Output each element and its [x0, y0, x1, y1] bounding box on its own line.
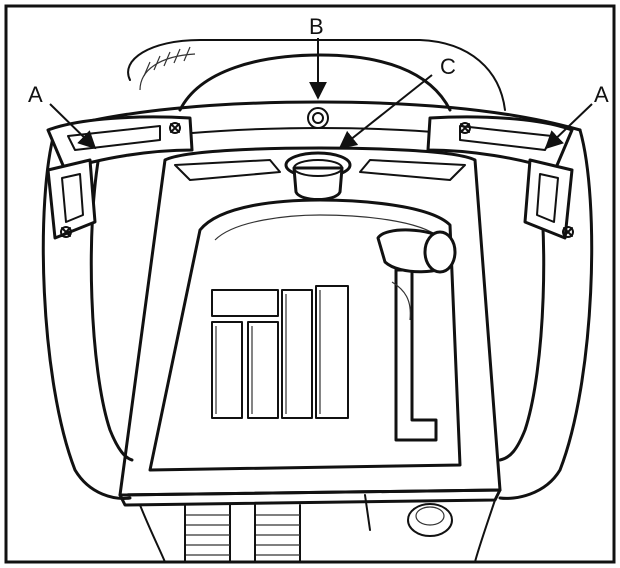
callout-line-a-left — [49, 103, 97, 150]
hose-upper — [127, 39, 506, 111]
bolt-b — [307, 107, 329, 129]
figure-border — [4, 4, 616, 564]
callout-line-c — [338, 74, 433, 150]
control-console — [118, 146, 502, 507]
lower-hoses — [139, 494, 496, 563]
hood-outline — [178, 53, 452, 112]
callout-line-a-right — [544, 103, 593, 150]
callout-label-a-right: A — [594, 82, 609, 107]
callout-label-a-left: A — [28, 82, 43, 107]
knob-c — [284, 151, 352, 201]
left-handle — [41, 115, 194, 500]
top-bar — [53, 100, 582, 132]
display-panel — [211, 285, 349, 419]
callout-label-c: C — [440, 54, 456, 79]
callout-label-b: B — [309, 14, 324, 39]
joystick-lever — [376, 228, 457, 442]
